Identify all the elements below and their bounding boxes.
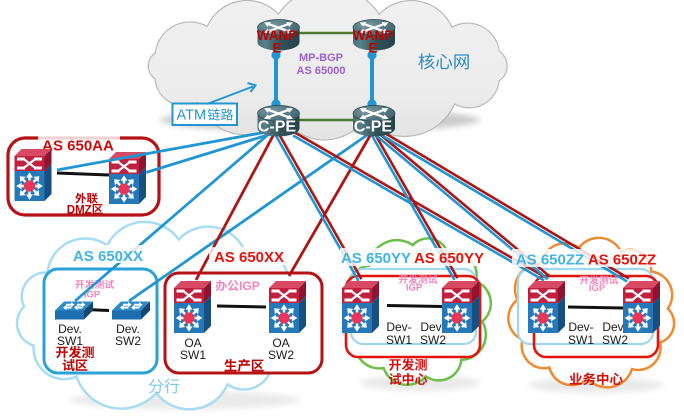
svg-text:C-PE: C-PE	[258, 119, 297, 136]
svg-text:AS 650XX: AS 650XX	[73, 248, 143, 265]
svg-text:SW2: SW2	[420, 333, 446, 347]
svg-text:OA: OA	[272, 336, 289, 350]
svg-text:E: E	[368, 41, 377, 56]
svg-text:Dev-: Dev-	[568, 320, 593, 334]
svg-text:C-PE: C-PE	[354, 119, 393, 136]
svg-text:OA: OA	[184, 336, 201, 350]
svg-text:SW1: SW1	[568, 333, 594, 347]
svg-text:Dev-: Dev-	[420, 320, 445, 334]
svg-text:AS 650ZZ: AS 650ZZ	[588, 252, 656, 269]
svg-text:SW1: SW1	[386, 333, 412, 347]
svg-text:AS 650YY: AS 650YY	[341, 250, 411, 267]
svg-text:SW2: SW2	[602, 333, 628, 347]
svg-text:IGP: IGP	[589, 283, 606, 294]
svg-text:AS 650ZZ: AS 650ZZ	[516, 252, 584, 269]
svg-text:ATM: ATM	[177, 108, 207, 124]
svg-text:AS 65000: AS 65000	[297, 65, 346, 77]
svg-text:IGP: IGP	[84, 290, 101, 301]
svg-text:WANP: WANP	[353, 28, 394, 43]
svg-text:Dev.: Dev.	[116, 322, 140, 336]
svg-text:IGP: IGP	[239, 279, 260, 293]
svg-text:SW2: SW2	[115, 334, 141, 348]
svg-text:SW1: SW1	[57, 334, 83, 348]
svg-text:AS 650AA: AS 650AA	[42, 138, 114, 155]
svg-text:WANP: WANP	[257, 28, 298, 43]
svg-text:DMZ: DMZ	[67, 204, 92, 216]
svg-text:SW2: SW2	[268, 348, 294, 362]
svg-text:AS 650YY: AS 650YY	[414, 250, 484, 267]
svg-text:MP-BGP: MP-BGP	[299, 52, 343, 64]
svg-text:IGP: IGP	[406, 283, 423, 294]
svg-text:Dev-: Dev-	[602, 320, 627, 334]
svg-text:Dev.: Dev.	[58, 322, 82, 336]
svg-text:E: E	[272, 41, 281, 56]
svg-text:Dev-: Dev-	[386, 320, 411, 334]
svg-text:AS 650XX: AS 650XX	[214, 249, 284, 266]
svg-text:SW1: SW1	[180, 348, 206, 362]
